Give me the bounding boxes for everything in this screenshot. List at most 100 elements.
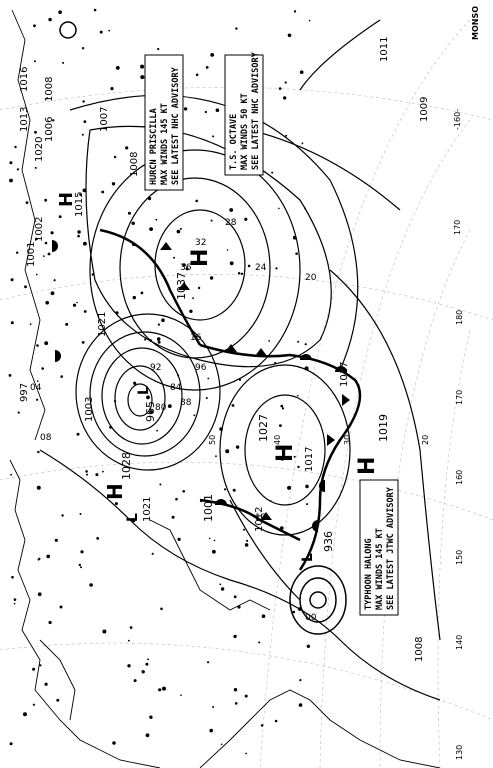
station-dot — [76, 432, 80, 436]
contour-label: 20 — [305, 273, 317, 283]
station-dot — [44, 241, 48, 245]
station-dot — [32, 703, 36, 706]
station-dot — [167, 404, 172, 408]
longitude-label: 150 — [455, 550, 464, 565]
station-dot — [99, 30, 103, 34]
isobar-label: 1002 — [34, 217, 45, 242]
longitude-label: 160 — [455, 470, 464, 485]
station-dot — [287, 33, 292, 38]
station-dot — [280, 404, 284, 408]
station-dot — [287, 485, 292, 490]
station-dot — [182, 490, 185, 493]
latitude-label: 50 — [208, 435, 217, 445]
station-dot — [140, 64, 145, 69]
station-dot — [162, 686, 166, 691]
station-dot — [111, 182, 116, 186]
station-dot — [48, 17, 52, 22]
station-dot — [234, 702, 238, 705]
station-dot — [80, 566, 82, 569]
station-dot — [78, 563, 82, 567]
station-dot — [151, 552, 154, 555]
station-dot — [10, 278, 14, 282]
contour-labels: 36 32 28 24 20 16 12 08 04 00 96 92 88 8… — [30, 218, 317, 623]
station-dot — [129, 626, 133, 629]
station-dot — [161, 318, 165, 323]
contour-label: 80 — [155, 403, 167, 413]
station-dot — [157, 340, 161, 344]
station-dot — [207, 377, 210, 380]
station-dot — [177, 537, 181, 542]
station-dot — [127, 639, 130, 642]
advisory-line: MAX WINDS 50 KT — [240, 93, 250, 170]
isobar-label: 1021 — [142, 497, 153, 522]
station-dot — [141, 670, 145, 674]
station-dot — [225, 449, 230, 454]
front-symbols — [52, 240, 350, 532]
high-pressure-value: 1037 — [175, 272, 188, 300]
station-dot — [110, 87, 114, 91]
high-center-1015: H — [56, 192, 77, 207]
station-dot — [80, 550, 84, 554]
high-pressure-value: 1015 — [74, 192, 85, 217]
station-dot — [215, 455, 217, 458]
station-dot — [293, 455, 296, 458]
high-center-1028: H — [103, 483, 127, 500]
station-dot — [220, 587, 225, 591]
contour-label: 24 — [255, 263, 267, 273]
station-dot — [102, 470, 104, 473]
station-dot — [24, 285, 27, 289]
high-pressure-value: 1019 — [377, 414, 390, 442]
station-dot — [193, 414, 196, 417]
station-dot — [179, 227, 182, 230]
station-dot — [50, 291, 55, 296]
high-pressure-value: 1028 — [120, 452, 133, 480]
station-dot — [37, 450, 40, 454]
isobar-label: 1009 — [419, 97, 430, 122]
station-dot — [157, 47, 160, 51]
station-dot — [149, 715, 153, 719]
station-dot — [44, 682, 48, 686]
hurricane-icon — [59, 21, 77, 39]
station-dot — [16, 251, 19, 254]
station-dot — [132, 519, 136, 523]
station-dot — [278, 207, 280, 210]
isobar-label: 1012 — [254, 507, 265, 532]
station-dot — [158, 688, 162, 692]
station-dot — [25, 201, 29, 205]
station-dot — [232, 488, 236, 492]
isobar-label: 1017 — [304, 447, 315, 472]
contour-label: 00 — [305, 613, 317, 623]
advisory-line: SEE LATEST NHC ADVISORY — [171, 66, 181, 185]
station-dot — [285, 134, 288, 137]
contour-label: 28 — [225, 218, 237, 228]
station-dot — [113, 155, 117, 159]
isobar-label: 1001 — [26, 242, 37, 267]
station-dot — [175, 497, 178, 501]
station-dot — [17, 411, 20, 414]
station-dot — [298, 703, 303, 707]
isobar-label: 1008 — [414, 637, 425, 662]
low-center-1001: L — [125, 513, 141, 522]
station-dot — [145, 733, 150, 738]
isobar-label: 1017 — [339, 362, 350, 387]
station-dot — [33, 60, 36, 63]
contour-label: 08 — [40, 433, 52, 443]
station-dot — [237, 272, 241, 275]
station-dot — [209, 276, 214, 280]
station-dot — [183, 107, 188, 111]
station-dot — [204, 110, 207, 114]
low-pressure-value: 1001 — [202, 494, 215, 522]
station-dot — [306, 503, 309, 506]
station-dot — [244, 217, 248, 221]
isobar-labels: 1011 1009 1008 1017 1017 1012 1021 1021 … — [19, 37, 430, 662]
station-dot — [147, 658, 150, 661]
station-dot — [301, 142, 304, 145]
station-dot — [155, 218, 158, 221]
station-dot — [281, 407, 285, 410]
station-dot — [11, 575, 14, 579]
station-dot — [280, 526, 284, 530]
station-dot — [244, 694, 248, 698]
station-dot — [219, 583, 222, 586]
station-dot — [79, 513, 82, 515]
station-dot — [60, 375, 63, 378]
